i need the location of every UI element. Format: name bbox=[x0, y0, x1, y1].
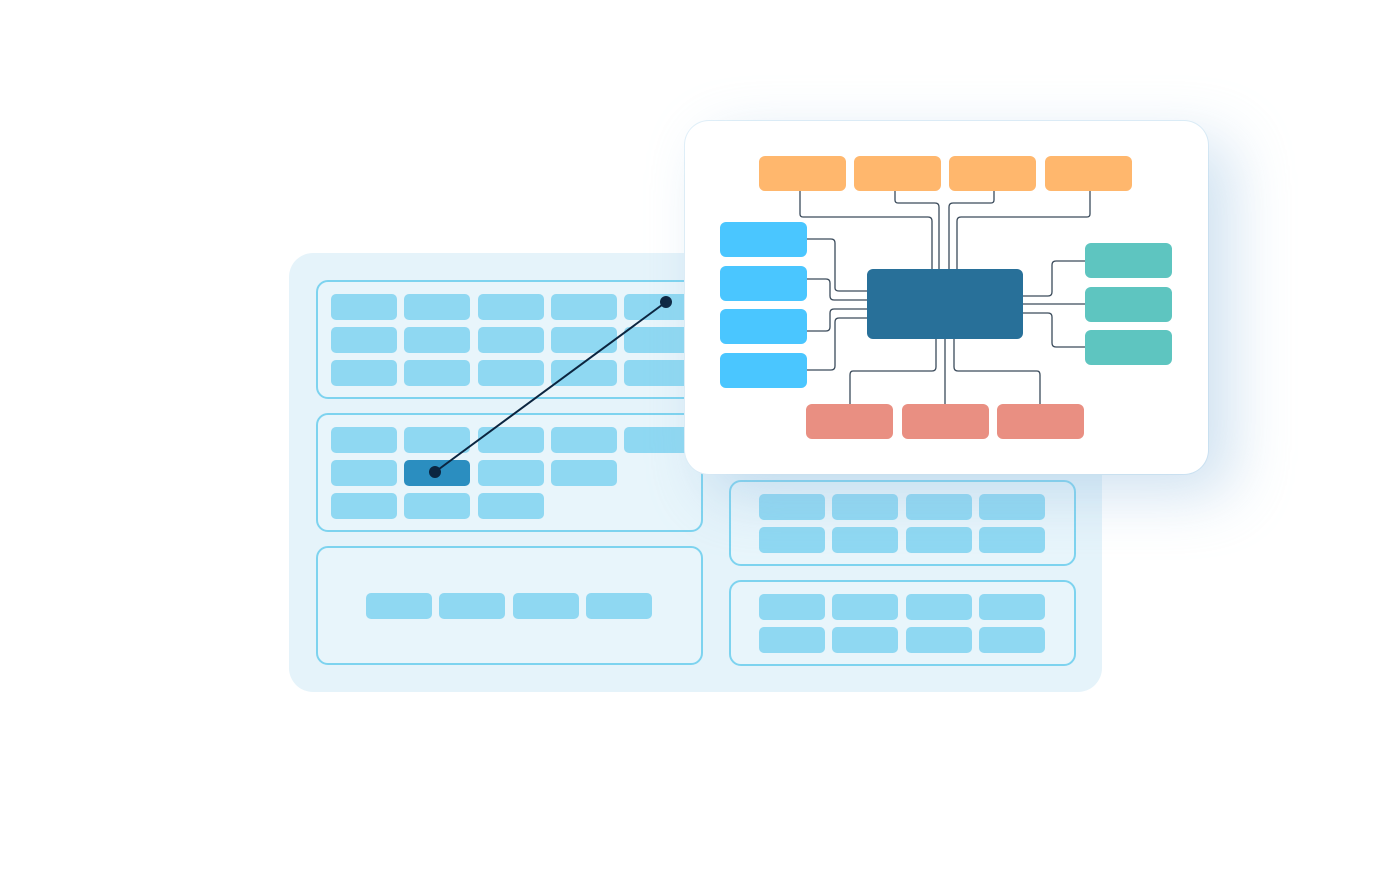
mindmap-card bbox=[685, 121, 1208, 474]
cell[interactable] bbox=[550, 427, 617, 453]
connector-top-4 bbox=[956, 191, 1091, 269]
central-node[interactable] bbox=[867, 269, 1023, 339]
right-branch-node[interactable] bbox=[1085, 243, 1172, 278]
pointer-start-dot bbox=[429, 466, 441, 478]
cell[interactable] bbox=[978, 527, 1045, 553]
cell[interactable] bbox=[978, 494, 1045, 520]
cell[interactable] bbox=[759, 494, 825, 520]
panel-top-left bbox=[316, 280, 703, 399]
bottom-branch-node[interactable] bbox=[806, 404, 893, 439]
bottom-branch-node[interactable] bbox=[997, 404, 1084, 439]
cell[interactable] bbox=[331, 294, 397, 320]
cell[interactable] bbox=[477, 493, 544, 519]
right-branch-node[interactable] bbox=[1085, 330, 1172, 365]
pointer-line bbox=[434, 301, 667, 473]
cell[interactable] bbox=[477, 360, 544, 386]
left-branch-node[interactable] bbox=[720, 309, 807, 344]
cell[interactable] bbox=[832, 494, 899, 520]
cell[interactable] bbox=[832, 594, 899, 620]
top-branch-node[interactable] bbox=[854, 156, 941, 191]
cell[interactable] bbox=[905, 494, 972, 520]
mindmap-connectors bbox=[799, 191, 1091, 404]
cell[interactable] bbox=[905, 627, 972, 653]
cell[interactable] bbox=[759, 627, 825, 653]
cell[interactable] bbox=[978, 594, 1045, 620]
cell[interactable] bbox=[404, 360, 471, 386]
cell[interactable] bbox=[550, 294, 617, 320]
cell[interactable] bbox=[624, 360, 691, 386]
panel-bottom-right bbox=[729, 580, 1076, 666]
connector-left-2 bbox=[807, 278, 867, 301]
cell[interactable] bbox=[331, 327, 397, 353]
cell[interactable] bbox=[404, 327, 471, 353]
cell[interactable] bbox=[759, 594, 825, 620]
connector-bottom-3 bbox=[953, 339, 1041, 404]
cell[interactable] bbox=[550, 327, 617, 353]
top-branch-node[interactable] bbox=[1045, 156, 1132, 191]
cell[interactable] bbox=[404, 294, 471, 320]
connector-left-1 bbox=[807, 238, 867, 292]
connector-left-3 bbox=[807, 308, 867, 332]
connector-right-3 bbox=[1023, 312, 1085, 348]
cell[interactable] bbox=[404, 427, 471, 453]
cell[interactable] bbox=[331, 460, 397, 486]
right-branch-node[interactable] bbox=[1085, 287, 1172, 322]
cell[interactable] bbox=[550, 460, 617, 486]
connector-left-4 bbox=[807, 317, 867, 371]
cell[interactable] bbox=[978, 627, 1045, 653]
top-branch-node[interactable] bbox=[949, 156, 1036, 191]
left-branch-node[interactable] bbox=[720, 266, 807, 301]
cell[interactable] bbox=[624, 427, 691, 453]
panel-middle-right bbox=[729, 480, 1076, 566]
cell[interactable] bbox=[366, 593, 432, 619]
connector-top-1 bbox=[799, 191, 933, 269]
pointer-end-dot bbox=[660, 296, 672, 308]
cell[interactable] bbox=[624, 327, 691, 353]
bottom-branch-node[interactable] bbox=[902, 404, 989, 439]
cell[interactable] bbox=[624, 294, 691, 320]
cell[interactable] bbox=[331, 427, 397, 453]
cell[interactable] bbox=[477, 327, 544, 353]
panel-middle-left bbox=[316, 413, 703, 532]
cell[interactable] bbox=[477, 294, 544, 320]
panel-bottom-left bbox=[316, 546, 703, 665]
connector-bottom-1 bbox=[849, 339, 937, 404]
cell[interactable] bbox=[477, 460, 544, 486]
left-branch-node[interactable] bbox=[720, 222, 807, 257]
cell[interactable] bbox=[331, 360, 397, 386]
cell[interactable] bbox=[832, 627, 899, 653]
cell[interactable] bbox=[905, 527, 972, 553]
cell[interactable] bbox=[512, 593, 579, 619]
cell[interactable] bbox=[905, 594, 972, 620]
connector-top-2 bbox=[894, 191, 940, 269]
cell[interactable] bbox=[331, 493, 397, 519]
left-branch-node[interactable] bbox=[720, 353, 807, 388]
cell[interactable] bbox=[832, 527, 899, 553]
cell[interactable] bbox=[759, 527, 825, 553]
cell[interactable] bbox=[550, 360, 617, 386]
cell[interactable] bbox=[439, 593, 506, 619]
top-branch-node[interactable] bbox=[759, 156, 846, 191]
cell[interactable] bbox=[404, 493, 471, 519]
connector-right-1 bbox=[1023, 260, 1085, 297]
connector-top-3 bbox=[948, 191, 995, 269]
cell[interactable] bbox=[585, 593, 652, 619]
